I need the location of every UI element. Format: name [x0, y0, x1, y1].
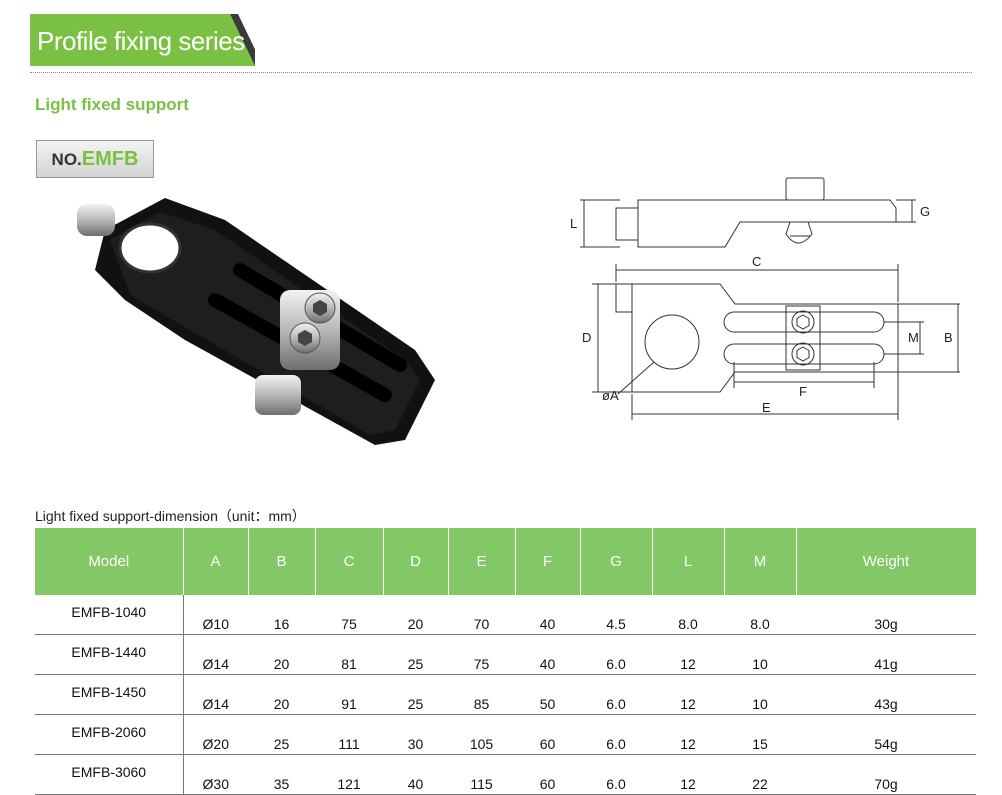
col-header-a: A	[183, 528, 249, 595]
cell-e: 70	[448, 595, 515, 635]
cell-g: 6.0	[580, 714, 652, 755]
technical-drawing: L G C D B M F E øA	[570, 177, 960, 420]
col-header-d: D	[383, 528, 449, 595]
col-header-b: B	[248, 528, 316, 595]
cell-e: 85	[448, 674, 515, 715]
header-divider	[30, 72, 972, 73]
label-D: D	[582, 330, 591, 345]
banner-shape	[30, 14, 255, 66]
cell-c: 91	[315, 674, 383, 715]
label-F: F	[799, 384, 807, 399]
cell-d: 40	[383, 754, 448, 795]
product-photo	[77, 198, 435, 445]
cell-g: 6.0	[580, 634, 652, 675]
cell-a: Ø20	[182, 714, 248, 755]
cell-f: 60	[515, 754, 580, 795]
cell-a: Ø14	[182, 634, 248, 675]
cell-model: EMFB-1040	[35, 595, 183, 635]
cell-m: 10	[724, 674, 796, 715]
cell-b: 16	[248, 595, 315, 635]
cell-weight: 41g	[796, 634, 976, 675]
label-C: C	[752, 254, 761, 269]
page-title: Profile fixing series	[37, 26, 245, 56]
col-header-weight: Weight	[796, 528, 977, 595]
dimension-table: Model A B C D E F G L M Weight EMFB-1040…	[35, 528, 977, 795]
cell-model: EMFB-2060	[35, 714, 183, 755]
cell-b: 20	[248, 674, 315, 715]
table-caption: Light fixed support-dimension（unit：mm）	[35, 508, 306, 524]
cell-a: Ø14	[182, 674, 248, 715]
cell-g: 6.0	[580, 754, 652, 795]
cell-model: EMFB-1440	[35, 634, 183, 675]
cell-m: 22	[724, 754, 796, 795]
cell-weight: 43g	[796, 674, 976, 715]
label-E: E	[762, 400, 771, 415]
cell-model: EMFB-3060	[35, 754, 183, 795]
col-header-m: M	[724, 528, 797, 595]
col-header-c: C	[315, 528, 384, 595]
cell-b: 35	[248, 754, 315, 795]
cell-g: 4.5	[580, 595, 652, 635]
col-header-f: F	[515, 528, 581, 595]
cell-l: 12	[652, 714, 724, 755]
cell-b: 25	[248, 714, 315, 755]
cell-weight: 54g	[796, 714, 976, 755]
col-header-e: E	[448, 528, 516, 595]
cell-e: 115	[448, 754, 515, 795]
cell-a: Ø10	[182, 595, 248, 635]
label-A: øA	[602, 388, 619, 403]
cell-l: 12	[652, 634, 724, 675]
col-header-g: G	[580, 528, 653, 595]
cell-weight: 30g	[796, 595, 976, 635]
cell-d: 20	[383, 595, 448, 635]
cell-l: 12	[652, 754, 724, 795]
cell-f: 60	[515, 714, 580, 755]
col-header-model: Model	[35, 528, 184, 595]
cell-c: 81	[315, 634, 383, 675]
label-B: B	[944, 330, 953, 345]
cell-m: 8.0	[724, 595, 796, 635]
cell-l: 12	[652, 674, 724, 715]
model-badge: NO.EMFB	[36, 140, 154, 178]
cell-f: 40	[515, 595, 580, 635]
cell-d: 30	[383, 714, 448, 755]
cell-m: 15	[724, 714, 796, 755]
cell-model: EMFB-1450	[35, 674, 183, 715]
section-subtitle: Light fixed support	[35, 95, 189, 114]
cell-a: Ø30	[182, 754, 248, 795]
cell-d: 25	[383, 634, 448, 675]
cell-c: 75	[315, 595, 383, 635]
badge-code: EMFB	[81, 148, 139, 170]
cell-m: 10	[724, 634, 796, 675]
badge-prefix: NO.	[51, 150, 82, 169]
cell-f: 50	[515, 674, 580, 715]
cell-b: 20	[248, 634, 315, 675]
label-G: G	[920, 204, 930, 219]
cell-d: 25	[383, 674, 448, 715]
table-header-row: Model A B C D E F G L M Weight	[35, 528, 977, 595]
cell-f: 40	[515, 634, 580, 675]
cell-c: 111	[315, 714, 383, 755]
cell-c: 121	[315, 754, 383, 795]
cell-weight: 70g	[796, 754, 976, 795]
cell-g: 6.0	[580, 674, 652, 715]
col-header-l: L	[652, 528, 725, 595]
cell-l: 8.0	[652, 595, 724, 635]
cell-e: 75	[448, 634, 515, 675]
label-L: L	[570, 216, 577, 231]
label-M: M	[908, 330, 919, 345]
cell-e: 105	[448, 714, 515, 755]
header-banner	[30, 14, 255, 66]
